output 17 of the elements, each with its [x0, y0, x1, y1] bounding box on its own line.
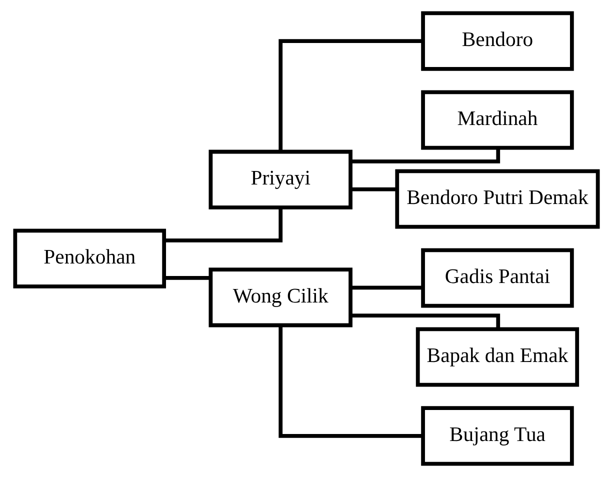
node-box: Bendoro: [421, 11, 574, 71]
connector: [350, 148, 500, 164]
connector: [164, 208, 283, 242]
node-box: Mardinah: [421, 90, 574, 150]
node-box: Gadis Pantai: [421, 248, 574, 308]
node-box: Penokohan: [13, 228, 166, 288]
node-box: Bujang Tua: [421, 406, 574, 466]
connector: [164, 276, 210, 280]
connector: [351, 187, 398, 192]
connector: [350, 314, 500, 330]
node-box: Bapak dan Emak: [416, 327, 580, 387]
node-box: Bendoro Putri Demak: [395, 169, 600, 229]
node-box: Wong Cilik: [208, 268, 352, 328]
connector: [351, 286, 423, 290]
node-box: Priyayi: [208, 150, 352, 210]
connector: [278, 39, 423, 152]
connector: [278, 325, 423, 438]
